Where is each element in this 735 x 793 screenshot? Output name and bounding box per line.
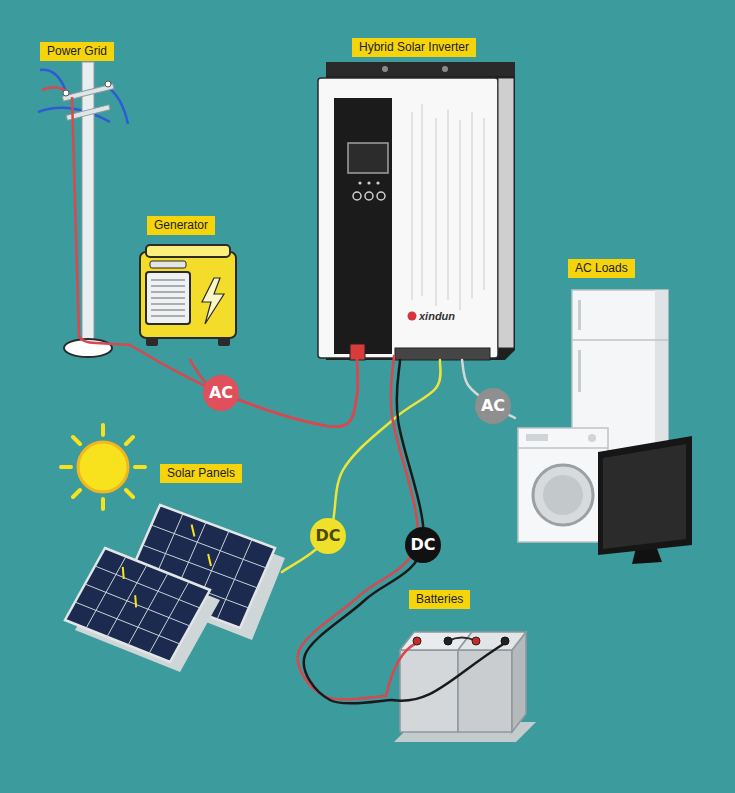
power-pole-part [82, 62, 94, 347]
cable-line [304, 360, 424, 703]
power-grid-area: Power Grid [36, 38, 130, 360]
appliances-drawing-part [578, 300, 581, 330]
component-label: Generator [147, 216, 215, 235]
appliances-drawing-part [518, 447, 608, 449]
solar-panel-drawing-part-part [179, 525, 224, 566]
battery-drawing-part [413, 637, 421, 645]
appliances-drawing-part [578, 350, 581, 392]
battery-drawing-part [444, 637, 452, 645]
inverter-drawing-part [326, 62, 515, 76]
appliances-drawing-part [526, 434, 548, 441]
current-type-badge: AC [203, 375, 239, 411]
inverter-drawing-part [382, 66, 388, 72]
inverter-drawing-part [498, 78, 514, 348]
solar-panels-area: Solar Panels [60, 464, 282, 669]
appliances-drawing-part [543, 475, 583, 515]
inverter-drawing-part [358, 181, 361, 184]
inverter-drawing-part [334, 98, 392, 354]
current-type-badge: AC [475, 388, 511, 424]
inverter-drawing-part [395, 348, 490, 360]
cable-connector [130, 345, 358, 427]
cable-line [190, 360, 358, 427]
inverter-drawing-part [350, 344, 365, 360]
appliances-drawing-part [572, 339, 668, 341]
inverter-drawing-part [412, 104, 484, 310]
cable-line [130, 345, 358, 427]
battery-drawing-part [458, 632, 526, 650]
inverter-drawing-part [377, 192, 385, 200]
inverter-drawing-part [442, 66, 448, 72]
component-label: Solar Panels [160, 464, 242, 483]
inverter-drawing-part [318, 78, 498, 358]
appliances-drawing-part [533, 465, 593, 525]
generator-drawing-part [146, 245, 230, 257]
appliances-drawing [518, 290, 692, 564]
component-label: Batteries [409, 590, 470, 609]
solar-panel-drawing-part [65, 548, 210, 662]
generator-drawing-part [150, 261, 186, 268]
power-pole-part [42, 87, 72, 97]
sun-drawing [61, 425, 145, 509]
inverter-drawing [318, 62, 515, 360]
inverter-drawing-part [353, 192, 361, 200]
inverter-drawing-part [408, 312, 417, 321]
appliances-drawing-part [518, 428, 608, 542]
battery-drawing-part [472, 637, 480, 645]
batteries-area: Batteries [392, 590, 527, 755]
hybrid-inverter-area: Hybrid Solar Inverter [316, 36, 516, 360]
appliances-drawing-part [603, 444, 686, 549]
solar-panel-drawing-part-part [65, 548, 210, 662]
generator-drawing-part [146, 272, 190, 324]
cable-connector [282, 360, 441, 572]
cable-line [298, 356, 418, 699]
solar-panel-drawing-part-part [65, 548, 210, 662]
battery-drawing-part [392, 643, 505, 701]
power-pole [38, 62, 131, 357]
power-pole-part [63, 90, 69, 96]
power-pole-part [72, 97, 131, 345]
sun-drawing-part [61, 425, 145, 509]
generator-area: Generator [134, 216, 242, 360]
battery-drawing [386, 632, 536, 742]
battery-drawing-part [400, 650, 458, 732]
inverter-drawing-part [365, 192, 373, 200]
component-label: AC Loads [568, 259, 635, 278]
ac-loads-area: AC Loads [515, 259, 695, 559]
sun-drawing-part [78, 442, 128, 492]
cable-connector [190, 360, 358, 427]
generator-drawing [140, 245, 236, 346]
cable-line [282, 360, 441, 572]
battery-drawing-part [501, 637, 509, 645]
current-type-badge: DC [405, 527, 441, 563]
generator-drawing-part [151, 280, 185, 316]
component-label: Power Grid [40, 42, 114, 61]
power-pole-part [105, 81, 111, 87]
appliances-drawing-part [588, 434, 596, 442]
cable-connector [298, 356, 424, 703]
solar-panel-drawing-part-part [107, 567, 152, 608]
generator-drawing-part [202, 278, 224, 324]
battery-drawing-part [458, 650, 512, 732]
generator-drawing-part [140, 252, 236, 338]
solar-panel-drawing [65, 505, 285, 672]
inverter-drawing-part [376, 181, 379, 184]
brand-logo: xindun [419, 310, 455, 322]
appliances-drawing-part [598, 436, 692, 555]
inverter-drawing-part [348, 143, 388, 173]
battery-drawing-part [386, 643, 417, 696]
component-label: Hybrid Solar Inverter [352, 38, 476, 57]
inverter-drawing-part [367, 181, 370, 184]
current-type-badge: DC [310, 518, 346, 554]
